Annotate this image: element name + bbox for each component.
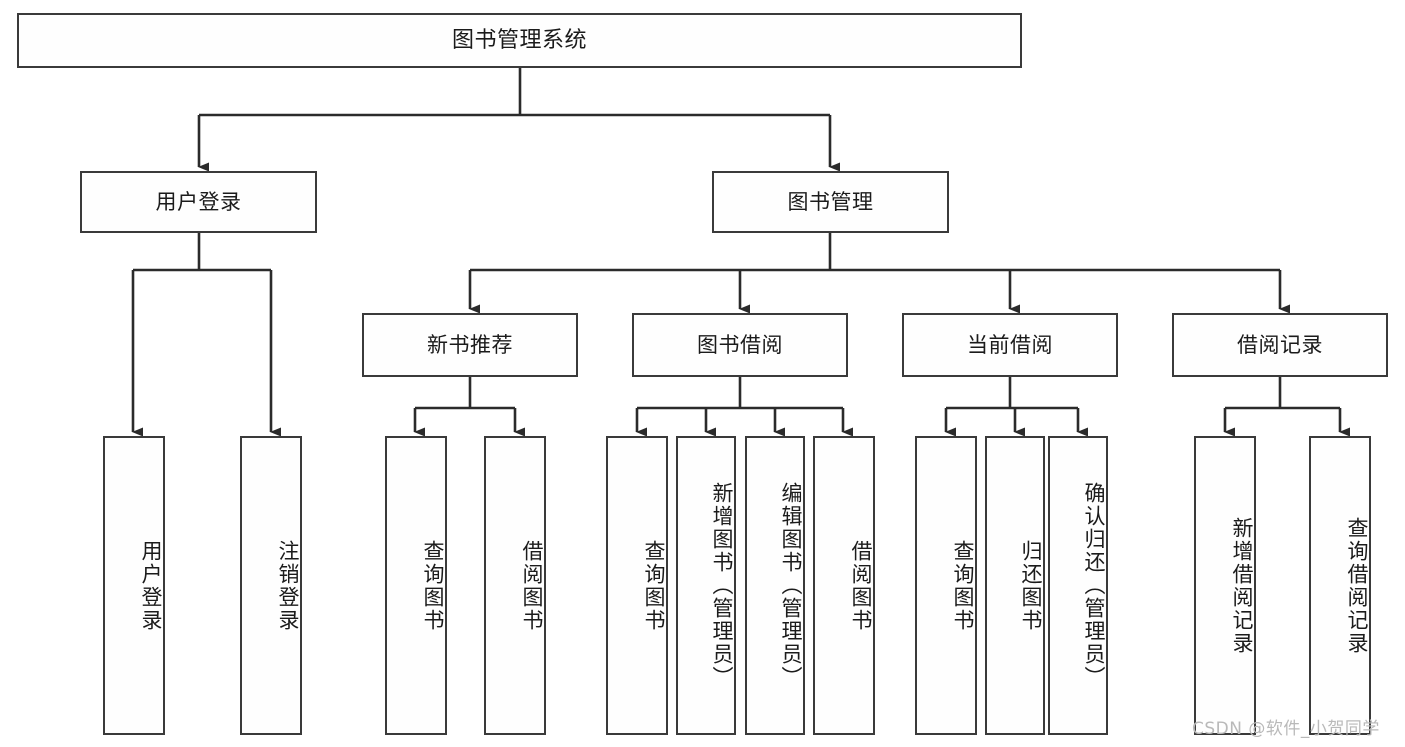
- node-book-management-label: 图书管理: [787, 189, 874, 214]
- leaf-current-return-book[interactable]: 归还图书: [985, 436, 1045, 735]
- node-root-library-system[interactable]: 图书管理系统: [17, 13, 1022, 68]
- node-book-borrow-label: 图书借阅: [697, 332, 783, 357]
- leaf-label: 确认归还（管理员）: [1082, 482, 1106, 689]
- node-user-login-label: 用户登录: [155, 189, 242, 214]
- node-root-label: 图书管理系统: [451, 27, 587, 53]
- leaf-borrow-edit-book-admin[interactable]: 编辑图书（管理员）: [745, 436, 805, 735]
- leaf-user-login-signout[interactable]: 注销登录: [240, 436, 302, 735]
- node-current-borrow[interactable]: 当前借阅: [902, 313, 1118, 377]
- leaf-current-confirm-return-admin[interactable]: 确认归还（管理员）: [1048, 436, 1108, 735]
- node-borrow-record-label: 借阅记录: [1237, 332, 1323, 357]
- leaf-label: 查询图书: [642, 539, 666, 632]
- leaf-label: 归还图书: [1019, 539, 1043, 632]
- node-new-book-recommend-label: 新书推荐: [427, 332, 513, 357]
- leaf-borrow-add-book-admin[interactable]: 新增图书（管理员）: [676, 436, 736, 735]
- node-user-login[interactable]: 用户登录: [80, 171, 317, 233]
- leaf-label: 注销登录: [276, 539, 300, 632]
- leaf-current-query-book[interactable]: 查询图书: [915, 436, 977, 735]
- leaf-label: 编辑图书（管理员）: [779, 482, 803, 689]
- leaf-new-book-query[interactable]: 查询图书: [385, 436, 447, 735]
- leaf-label: 查询借阅记录: [1345, 516, 1369, 655]
- leaf-borrow-borrow-book[interactable]: 借阅图书: [813, 436, 875, 735]
- node-new-book-recommend[interactable]: 新书推荐: [362, 313, 578, 377]
- leaf-borrow-query-book[interactable]: 查询图书: [606, 436, 668, 735]
- leaf-label: 用户登录: [139, 539, 163, 632]
- node-current-borrow-label: 当前借阅: [967, 332, 1053, 357]
- leaf-label: 新增图书（管理员）: [710, 482, 734, 689]
- leaf-label: 查询图书: [421, 539, 445, 632]
- leaf-record-query[interactable]: 查询借阅记录: [1309, 436, 1371, 735]
- leaf-record-add[interactable]: 新增借阅记录: [1194, 436, 1256, 735]
- leaf-label: 借阅图书: [849, 539, 873, 632]
- leaf-user-login-signin[interactable]: 用户登录: [103, 436, 165, 735]
- node-book-management[interactable]: 图书管理: [712, 171, 949, 233]
- leaf-label: 借阅图书: [520, 539, 544, 632]
- watermark: CSDN @软件_小贺同学: [1192, 719, 1380, 739]
- leaf-new-book-borrow[interactable]: 借阅图书: [484, 436, 546, 735]
- leaf-label: 查询图书: [951, 539, 975, 632]
- leaf-label: 新增借阅记录: [1230, 516, 1254, 655]
- node-borrow-record[interactable]: 借阅记录: [1172, 313, 1388, 377]
- node-book-borrow[interactable]: 图书借阅: [632, 313, 848, 377]
